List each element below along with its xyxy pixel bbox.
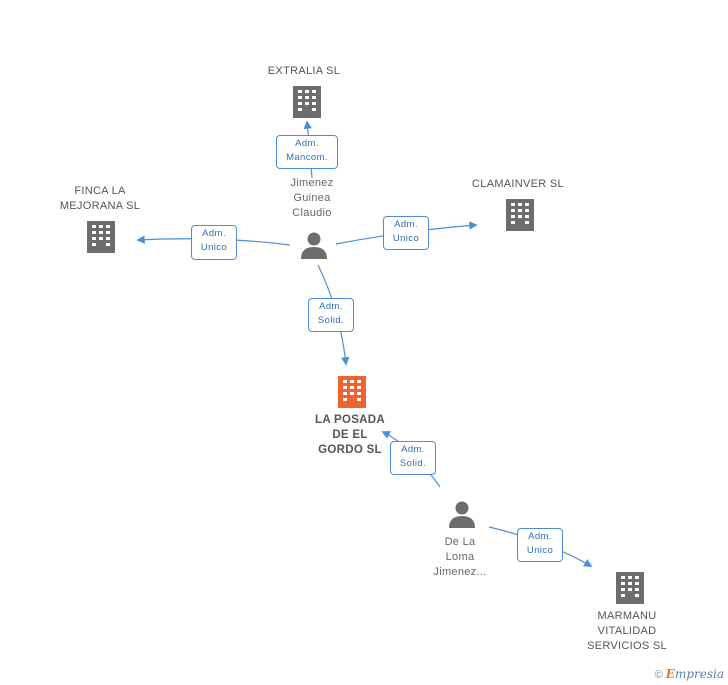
person-name-line[interactable]: Jimenez... — [433, 566, 487, 578]
company-name-line[interactable]: SERVICIOS SL — [587, 640, 667, 652]
company-name-line[interactable]: DE EL — [332, 429, 368, 441]
relation-line: Unico — [200, 242, 228, 253]
company-name-line[interactable]: VITALIDAD — [597, 625, 657, 637]
empresia-logo: Empresia — [666, 667, 724, 681]
person-name-line[interactable]: De La — [444, 536, 476, 548]
building-icon[interactable] — [616, 572, 644, 604]
relation-line: Mancom. — [286, 152, 328, 163]
company-label-clamainver[interactable]: CLAMAINVER SL — [458, 177, 578, 192]
relation-line: Adm. — [401, 444, 425, 455]
building-icon[interactable] — [506, 199, 534, 231]
company-label-la-posada-de-el-gordo[interactable]: LA POSADA DE EL GORDO SL — [290, 413, 410, 458]
relation-badge-adm-solid: Adm. Solid. — [390, 441, 436, 475]
relation-badge-adm-solid: Adm. Solid. — [308, 298, 354, 332]
company-name-line[interactable]: MARMANU — [597, 610, 657, 622]
relation-line: Solid. — [317, 315, 345, 326]
company-label-extralia[interactable]: EXTRALIA SL — [244, 64, 364, 79]
relation-line: Adm. — [394, 219, 418, 230]
company-name-line[interactable]: MEJORANA SL — [59, 200, 141, 212]
brand-footer: © Empresia — [655, 667, 724, 681]
relation-line: Adm. — [202, 228, 226, 239]
relation-badge-adm-unico: Adm. Unico — [517, 528, 563, 562]
company-name-line[interactable]: GORDO SL — [318, 444, 382, 456]
company-name-line[interactable]: LA POSADA — [315, 414, 385, 426]
relation-line: Adm. — [295, 138, 319, 149]
relation-line: Adm. — [319, 301, 343, 312]
company-name[interactable]: EXTRALIA SL — [267, 65, 341, 77]
person-name-line[interactable]: Loma — [445, 551, 475, 563]
person-name-line[interactable]: Claudio — [292, 207, 332, 219]
company-name[interactable]: CLAMAINVER SL — [472, 178, 564, 190]
logo-text: mpresia — [674, 667, 724, 681]
relation-line: Solid. — [399, 458, 427, 469]
relation-line: Adm. — [528, 531, 552, 542]
person-icon[interactable] — [301, 232, 327, 260]
relation-badge-adm-unico: Adm. Unico — [191, 225, 237, 260]
person-name-line[interactable]: Guinea — [293, 192, 331, 204]
copyright-icon: © — [654, 669, 663, 681]
relation-badge-adm-unico: Adm. Unico — [383, 216, 429, 250]
company-label-marmanu-vitalidad[interactable]: MARMANU VITALIDAD SERVICIOS SL — [567, 609, 687, 654]
person-label-de-la-loma-jimenez[interactable]: De La Loma Jimenez... — [410, 535, 510, 580]
relation-line: Unico — [392, 233, 420, 244]
logo-initial: E — [665, 667, 675, 681]
building-icon[interactable] — [87, 221, 115, 253]
person-name-line[interactable]: Jimenez — [290, 177, 334, 189]
building-icon[interactable] — [293, 86, 321, 118]
main-building-icon[interactable] — [338, 376, 366, 408]
person-label-jimenez-guinea-claudio[interactable]: Jimenez Guinea Claudio — [262, 176, 362, 221]
person-icon[interactable] — [449, 501, 475, 529]
company-label-finca-la-mejorana[interactable]: FINCA LA MEJORANA SL — [40, 184, 160, 214]
relation-line: Unico — [526, 545, 554, 556]
company-name-line[interactable]: FINCA LA — [74, 185, 126, 197]
relation-badge-adm-mancom: Adm. Mancom. — [276, 135, 338, 169]
